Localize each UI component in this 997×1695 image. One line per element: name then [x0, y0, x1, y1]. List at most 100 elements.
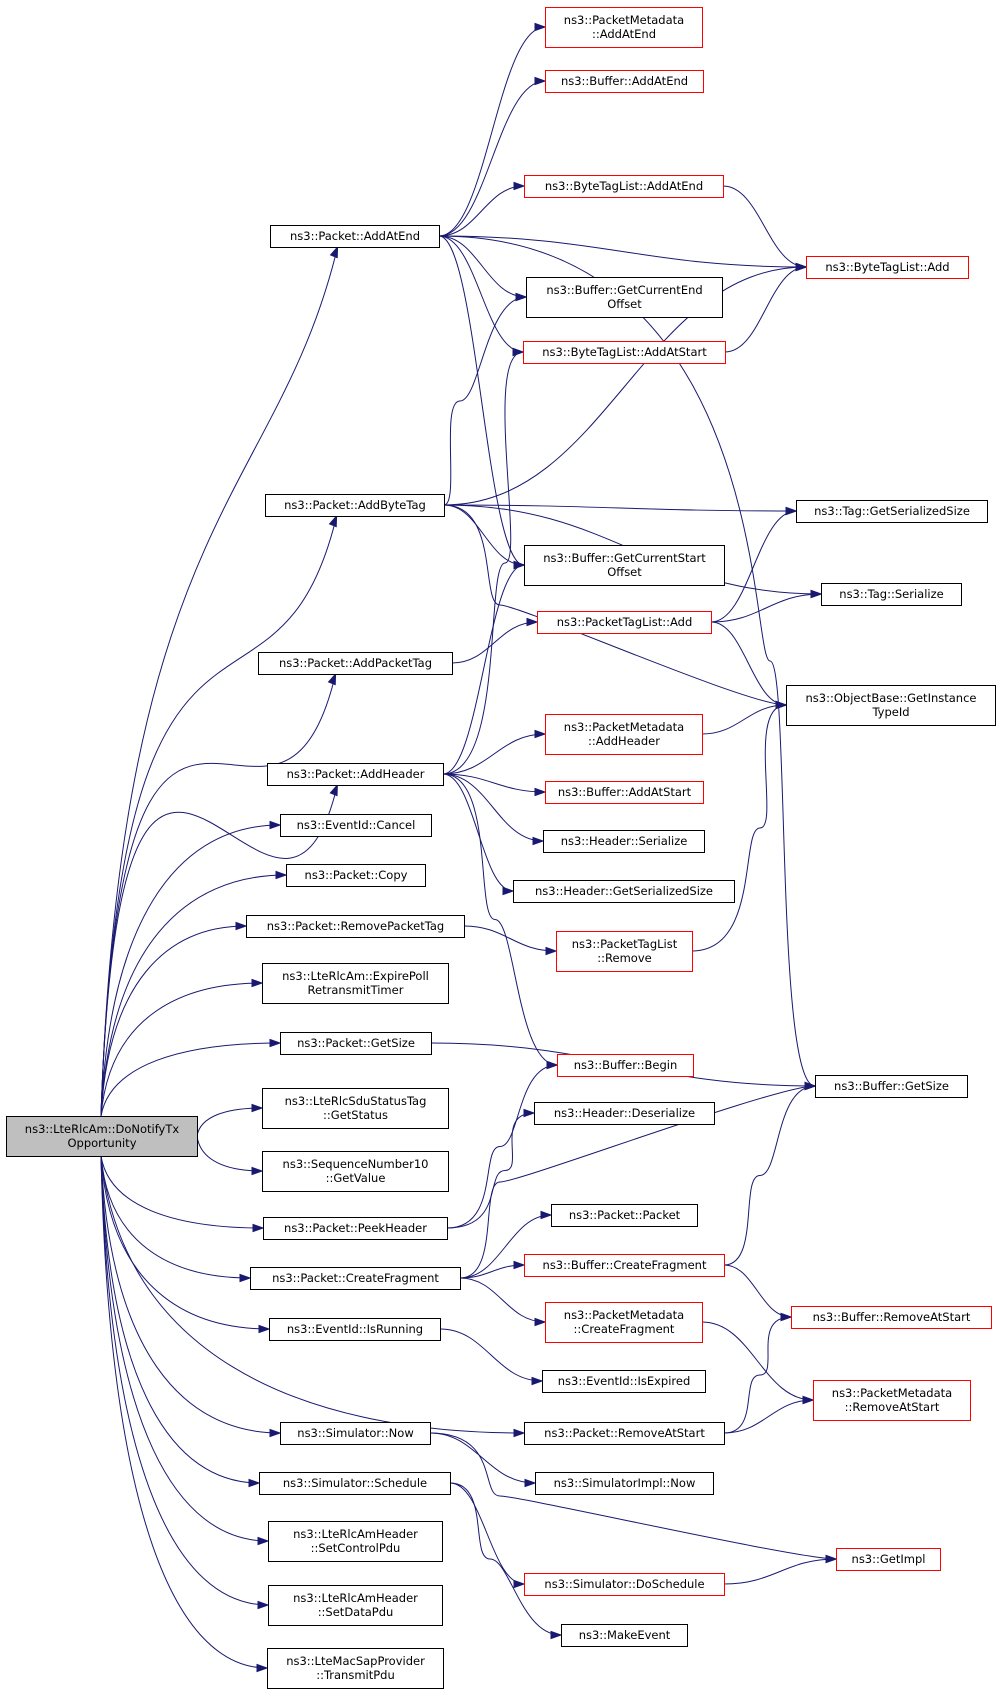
node-label: ns3::LteRlcAmHeader: [293, 1591, 418, 1605]
edge-pkt-createfragment-to-pm-createfragment: [459, 1277, 546, 1323]
node-seqnum[interactable]: ns3::SequenceNumber10::GetValue: [262, 1151, 449, 1192]
edge-pkt-addbytetag-to-buf-getcurrentend: [443, 296, 527, 506]
edge-pkt-addatend-to-buf-getcurrentend: [438, 235, 527, 298]
edge-pkt-addbytetag-to-btl-add: [443, 266, 807, 506]
node-pkt-removepackettag[interactable]: ns3::Packet::RemovePacketTag: [246, 915, 465, 938]
node-pkt-removeatstart[interactable]: ns3::Packet::RemoveAtStart: [524, 1422, 725, 1445]
node-eventid-cancel[interactable]: ns3::EventId::Cancel: [280, 814, 432, 837]
node-sim-now[interactable]: ns3::Simulator::Now: [280, 1422, 431, 1445]
node-btl-addatend[interactable]: ns3::ByteTagList::AddAtEnd: [524, 175, 724, 198]
edge-pkt-addheader-to-hdr-serialize: [442, 773, 544, 842]
edge-root-to-pkt-createfragment-arrowhead: [239, 1273, 252, 1283]
node-box: [545, 781, 704, 804]
node-label: ns3::Tag::GetSerializedSize: [814, 504, 970, 518]
node-label: ns3::MakeEvent: [579, 1628, 671, 1642]
node-btl-add[interactable]: ns3::ByteTagList::Add: [806, 256, 969, 279]
node-pm-addatend[interactable]: ns3::PacketMetadata::AddAtEnd: [545, 7, 703, 48]
node-box: [262, 1088, 449, 1129]
node-sdustatus[interactable]: ns3::LteRlcSduStatusTag::GetStatus: [262, 1088, 449, 1129]
edge-sim-now-to-simimpl-now: [429, 1432, 536, 1484]
edge-root-to-pkt-getsize-arrowhead: [269, 1038, 282, 1048]
node-label: ::RemoveAtStart: [845, 1400, 940, 1414]
edge-pkt-addbytetag-to-tag-getserializedsize: [443, 504, 797, 512]
node-buf-addatstart[interactable]: ns3::Buffer::AddAtStart: [545, 781, 704, 804]
node-pkt-addbytetag[interactable]: ns3::Packet::AddByteTag: [265, 494, 445, 517]
edge-pkt-removepackettag-to-ptl-remove: [463, 925, 557, 952]
node-label: ns3::Buffer::AddAtEnd: [561, 74, 688, 88]
edge-ptl-add-to-tag-serialize: [710, 593, 822, 623]
node-hdr-serialize[interactable]: ns3::Header::Serialize: [543, 830, 705, 853]
node-getimpl[interactable]: ns3::GetImpl: [836, 1548, 941, 1571]
node-box: [268, 1521, 443, 1562]
node-btl-addatstart[interactable]: ns3::ByteTagList::AddAtStart: [523, 341, 726, 364]
edge-root-to-expirepoll-arrowhead: [251, 978, 264, 988]
node-buf-createfragment[interactable]: ns3::Buffer::CreateFragment: [524, 1254, 725, 1277]
node-eventid-isexpired[interactable]: ns3::EventId::IsExpired: [542, 1370, 706, 1393]
edge-pkt-peekheader-to-buf-begin: [446, 1064, 558, 1229]
node-pm-removeatstart[interactable]: ns3::PacketMetadata::RemoveAtStart: [813, 1380, 971, 1421]
edge-buf-createfragment-to-buf-getsize: [723, 1085, 816, 1266]
node-sim-doschedule[interactable]: ns3::Simulator::DoSchedule: [524, 1573, 725, 1596]
node-box: [557, 1054, 694, 1077]
node-ptl-remove[interactable]: ns3::PacketTagList::Remove: [556, 931, 693, 972]
node-pm-createfragment[interactable]: ns3::PacketMetadata::CreateFragment: [545, 1302, 703, 1343]
node-label: ns3::Packet::GetSize: [297, 1036, 415, 1050]
node-pkt-addpackettag[interactable]: ns3::Packet::AddPacketTag: [258, 652, 453, 675]
node-pkt-createfragment[interactable]: ns3::Packet::CreateFragment: [250, 1267, 461, 1290]
node-box: [786, 685, 996, 726]
node-eventid-isrunning[interactable]: ns3::EventId::IsRunning: [269, 1318, 441, 1341]
node-buf-getsize[interactable]: ns3::Buffer::GetSize: [815, 1075, 968, 1098]
node-box: [262, 963, 449, 1004]
edge-root-to-eventid-isrunning-arrowhead: [258, 1324, 271, 1334]
edge-root-to-pkt-addbytetag: [100, 515, 338, 1117]
node-box: [270, 225, 440, 248]
node-transmitpdu[interactable]: ns3::LteMacSapProvider::TransmitPdu: [267, 1648, 444, 1689]
edge-eventid-isrunning-to-eventid-isexpired-arrowhead: [531, 1376, 544, 1386]
node-box: [545, 7, 703, 48]
node-label: ns3::Simulator::DoSchedule: [544, 1577, 704, 1591]
node-simimpl-now[interactable]: ns3::SimulatorImpl::Now: [535, 1472, 714, 1495]
edge-root-to-sim-now: [100, 1155, 281, 1434]
node-box: [543, 830, 705, 853]
edge-pkt-addheader-to-pm-addheader-arrowhead: [534, 729, 547, 739]
node-label: ns3::Header::GetSerializedSize: [535, 884, 713, 898]
node-buf-addatend[interactable]: ns3::Buffer::AddAtEnd: [545, 70, 704, 93]
edge-root-to-eventid-isrunning: [100, 1155, 270, 1330]
node-label: ns3::Packet::Copy: [305, 868, 408, 882]
edge-root-to-seqnum: [196, 1135, 263, 1172]
node-label: ns3::Packet::AddAtEnd: [290, 229, 420, 243]
node-hdr-getserializedsize[interactable]: ns3::Header::GetSerializedSize: [513, 880, 735, 903]
edge-sim-schedule-to-makeevent: [449, 1482, 562, 1636]
node-pkt-copy[interactable]: ns3::Packet::Copy: [286, 864, 426, 887]
node-hdr-deserialize[interactable]: ns3::Header::Deserialize: [534, 1102, 715, 1125]
node-tag-serialize[interactable]: ns3::Tag::Serialize: [821, 583, 962, 606]
node-ptl-add[interactable]: ns3::PacketTagList::Add: [537, 611, 712, 634]
node-setdatapdu[interactable]: ns3::LteRlcAmHeader::SetDataPdu: [268, 1585, 443, 1626]
node-label: ns3::Buffer::RemoveAtStart: [813, 1310, 971, 1324]
node-makeevent[interactable]: ns3::MakeEvent: [561, 1624, 688, 1647]
node-buf-removeatstart[interactable]: ns3::Buffer::RemoveAtStart: [791, 1306, 992, 1329]
node-box: [258, 652, 453, 675]
node-box: [542, 1370, 706, 1393]
node-pkt-addheader[interactable]: ns3::Packet::AddHeader: [267, 763, 444, 786]
node-label: Opportunity: [67, 1136, 136, 1150]
node-label: ns3::Tag::Serialize: [839, 587, 943, 601]
node-setcontrolpdu[interactable]: ns3::LteRlcAmHeader::SetControlPdu: [268, 1521, 443, 1562]
node-label: ns3::ByteTagList::Add: [825, 260, 949, 274]
node-pkt-packet[interactable]: ns3::Packet::Packet: [551, 1204, 698, 1227]
node-pkt-getsize[interactable]: ns3::Packet::GetSize: [280, 1032, 432, 1055]
node-box: [813, 1380, 971, 1421]
node-label: ns3::Packet::Packet: [569, 1208, 681, 1222]
node-pkt-peekheader[interactable]: ns3::Packet::PeekHeader: [263, 1217, 448, 1240]
node-pm-addheader[interactable]: ns3::PacketMetadata::AddHeader: [545, 714, 703, 755]
edge-sim-doschedule-to-getimpl: [723, 1558, 837, 1585]
node-buf-begin[interactable]: ns3::Buffer::Begin: [557, 1054, 694, 1077]
node-sim-schedule[interactable]: ns3::Simulator::Schedule: [259, 1472, 451, 1495]
node-tag-getserializedsize[interactable]: ns3::Tag::GetSerializedSize: [796, 500, 988, 523]
node-pkt-addatend[interactable]: ns3::Packet::AddAtEnd: [270, 225, 440, 248]
